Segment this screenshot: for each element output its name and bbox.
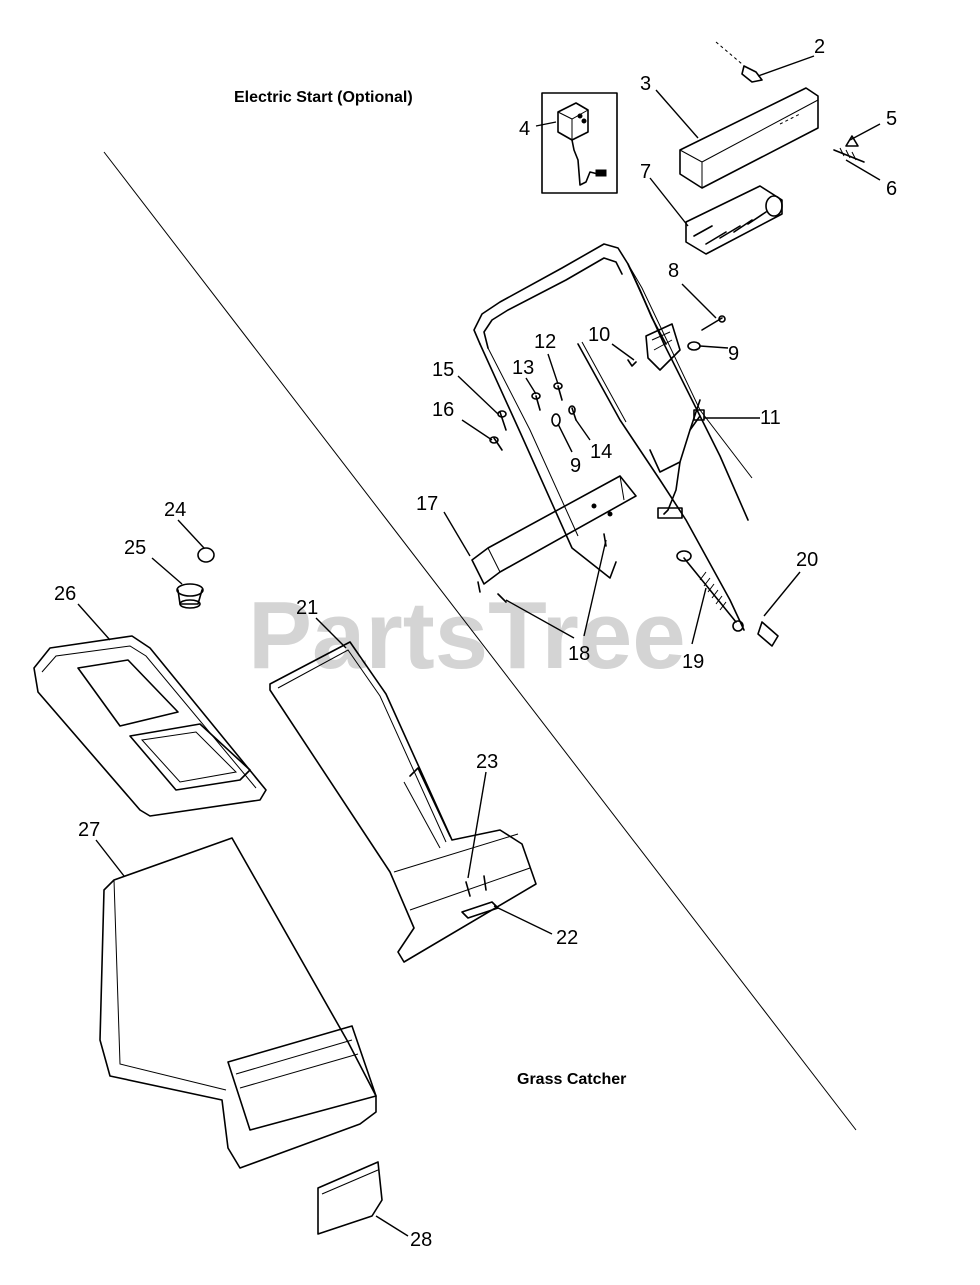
part-12-bolt[interactable] <box>553 382 563 401</box>
part-26-catcher-lid[interactable] <box>33 635 267 817</box>
part-2-fastener[interactable] <box>715 41 763 83</box>
callout-18: 18 <box>568 643 590 665</box>
callout-10: 10 <box>588 324 610 346</box>
callout-21: 21 <box>296 597 318 619</box>
callout-24: 24 <box>164 499 186 521</box>
part-11-wire-harness[interactable] <box>649 399 705 519</box>
callout-15: 15 <box>432 359 454 381</box>
callout-9-upper: 9 <box>728 343 739 365</box>
part-10-switch[interactable] <box>627 323 681 371</box>
callout-22: 22 <box>556 927 578 949</box>
part-13-bolt[interactable] <box>531 392 541 411</box>
part-24-knob[interactable] <box>197 547 215 563</box>
part-8-pin[interactable] <box>701 315 726 331</box>
callout-6: 6 <box>886 178 897 200</box>
callout-17: 17 <box>416 493 438 515</box>
electric-start-label: Electric Start (Optional) <box>234 89 413 106</box>
callout-8: 8 <box>668 260 679 282</box>
callout-7: 7 <box>640 161 651 183</box>
part-21-catcher-frame[interactable] <box>269 641 537 963</box>
part-14-nut[interactable] <box>568 405 577 421</box>
part-3-battery-box[interactable] <box>679 87 819 189</box>
part-19-spring-rod[interactable] <box>676 550 744 632</box>
callout-19: 19 <box>682 651 704 673</box>
callout-labels: 2 3 4 5 6 7 8 9 10 11 12 13 14 9 15 16 1… <box>54 36 897 1251</box>
callout-4: 4 <box>519 118 530 140</box>
callout-2: 2 <box>814 36 825 58</box>
callout-26: 26 <box>54 583 76 605</box>
watermark: PartsTree <box>248 582 686 689</box>
part-23-screws[interactable] <box>465 875 487 897</box>
part-5-screw[interactable] <box>845 135 859 147</box>
part-6-bolt[interactable] <box>833 147 865 163</box>
leader-lines <box>77 55 881 1237</box>
callout-23: 23 <box>476 751 498 773</box>
callout-16: 16 <box>432 399 454 421</box>
part-20-plug[interactable] <box>757 621 779 647</box>
part-25-bushing[interactable] <box>176 583 204 609</box>
part-22-latch[interactable] <box>461 901 499 919</box>
part-9-washer-upper[interactable] <box>687 341 701 351</box>
part-17-bracket[interactable] <box>471 475 637 585</box>
callout-13: 13 <box>512 357 534 379</box>
callout-25: 25 <box>124 537 146 559</box>
callout-5: 5 <box>886 108 897 130</box>
callout-9-lower: 9 <box>570 455 581 477</box>
part-15-bolt[interactable] <box>497 410 507 431</box>
part-27-catcher-bag[interactable] <box>99 837 377 1169</box>
callout-27: 27 <box>78 819 100 841</box>
part-28-flap[interactable] <box>317 1161 383 1235</box>
callout-20: 20 <box>796 549 818 571</box>
grass-catcher-label: Grass Catcher <box>517 1071 626 1088</box>
section-divider-line <box>103 151 857 1131</box>
callout-3: 3 <box>640 73 651 95</box>
callout-28: 28 <box>410 1229 432 1251</box>
callout-12: 12 <box>534 331 556 353</box>
part-4-charger[interactable] <box>541 92 618 194</box>
part-9-washer-lower[interactable] <box>551 413 561 427</box>
callout-14: 14 <box>590 441 612 463</box>
handle-assembly[interactable] <box>473 243 753 631</box>
part-7-battery-cells[interactable] <box>685 185 783 255</box>
callout-11: 11 <box>760 407 781 429</box>
part-16-bolt[interactable] <box>489 436 503 451</box>
